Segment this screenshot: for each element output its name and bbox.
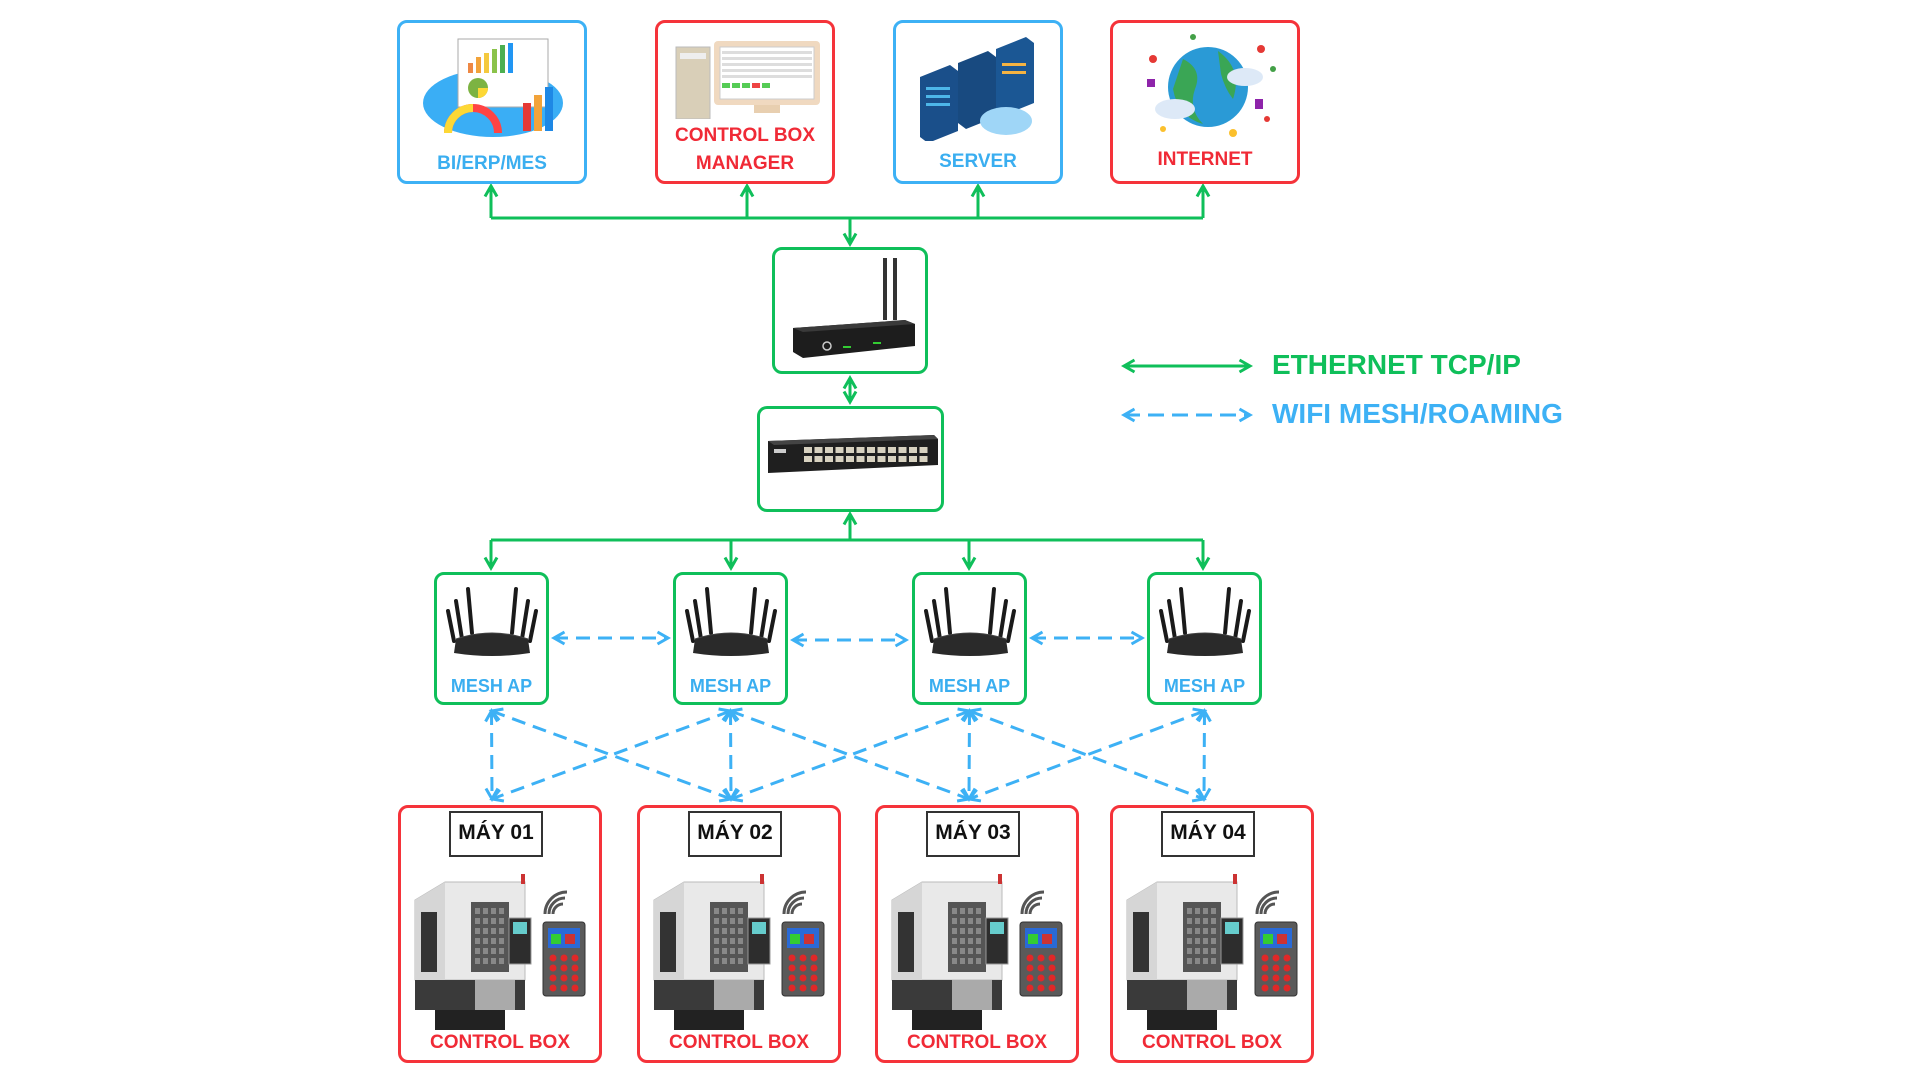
- switch-port: [825, 447, 833, 453]
- network-switch-icon: [768, 435, 938, 473]
- server-label: SERVER: [939, 151, 1017, 172]
- internet-label: INTERNET: [1157, 149, 1253, 170]
- switch-port: [877, 456, 886, 462]
- switch-port: [846, 447, 854, 453]
- control-box-manager-label-line2: MANAGER: [695, 153, 795, 174]
- switch-port: [888, 447, 896, 453]
- server-rack-icon: [920, 37, 1034, 141]
- control-box-machine-node[interactable]: MÁY 04 CONTROL BOX: [1110, 805, 1314, 1063]
- wifi-link-ap1-machine1: [484, 707, 500, 803]
- mesh-ap-node[interactable]: MESH AP: [912, 572, 1027, 705]
- switch-port: [919, 447, 928, 453]
- wifi-link-ap4-machine3: [966, 707, 1208, 803]
- switch-port: [909, 456, 917, 462]
- legend-arrows: [1120, 358, 1254, 423]
- switch-port: [867, 456, 875, 462]
- wifi-link-ap1-machine2: [488, 707, 734, 803]
- legend-wifi-label: WIFI MESH/ROAMING: [1272, 398, 1563, 429]
- wireless-router-icon: [924, 587, 1016, 656]
- bi-erp-mes-node[interactable]: BI/ERP/MES: [397, 20, 587, 184]
- control-box-label: CONTROL BOX: [429, 1032, 571, 1053]
- machine-tag: MÁY 02: [688, 811, 782, 857]
- switch-port: [898, 447, 907, 453]
- wifi-link-ap4-machine4: [1196, 707, 1212, 803]
- server-node[interactable]: SERVER: [893, 20, 1063, 184]
- control-box-label: CONTROL BOX: [1141, 1032, 1283, 1053]
- internet-node[interactable]: INTERNET: [1110, 20, 1300, 184]
- control-box-label: CONTROL BOX: [906, 1032, 1048, 1053]
- wifi-link-ap3-machine4: [966, 707, 1207, 803]
- control-box-label: CONTROL BOX: [668, 1032, 810, 1053]
- mesh-ap-label: MESH AP: [450, 676, 533, 696]
- machine-tag: MÁY 03: [926, 811, 1020, 857]
- mesh-ap-label: MESH AP: [928, 676, 1011, 696]
- switch-port: [856, 447, 865, 453]
- bi-erp-mes-label: BI/ERP/MES: [437, 153, 547, 174]
- switch-port: [909, 447, 917, 453]
- switch-port: [898, 456, 907, 462]
- router-icon: [793, 258, 915, 358]
- switch-port: [835, 456, 844, 462]
- cnc-machine-icon: [1126, 874, 1298, 1030]
- mesh-ap-label: MESH AP: [1163, 676, 1246, 696]
- control-box-machine-node[interactable]: MÁY 03 CONTROL BOX: [875, 805, 1079, 1063]
- cnc-machine-icon: [891, 874, 1063, 1030]
- cnc-machine-icon: [414, 874, 586, 1030]
- mesh-ap-label: MESH AP: [689, 676, 772, 696]
- wifi-link-ap2-machine3: [727, 707, 972, 803]
- control-box-machine-node[interactable]: MÁY 01 CONTROL BOX: [398, 805, 602, 1063]
- dashboard-analytics-icon: [423, 38, 563, 137]
- switch-port: [919, 456, 928, 462]
- switch-port: [877, 447, 886, 453]
- switch-port: [825, 456, 833, 462]
- cnc-machine-icon: [653, 874, 825, 1030]
- wifi-link-ap2-machine1: [489, 707, 734, 803]
- switch-port: [867, 447, 875, 453]
- control-box-machine-node[interactable]: MÁY 02 CONTROL BOX: [637, 805, 841, 1063]
- globe-network-icon: [1147, 34, 1276, 137]
- mesh-ap-node[interactable]: MESH AP: [434, 572, 549, 705]
- mesh-ap-node[interactable]: MESH AP: [673, 572, 788, 705]
- wifi-mesh-links: [484, 630, 1212, 803]
- desktop-computer-icon: [675, 41, 820, 119]
- switch-port: [888, 456, 896, 462]
- switch-port: [814, 447, 823, 453]
- machine-tag: MÁY 04: [1161, 811, 1255, 857]
- switch-port: [804, 456, 812, 462]
- mesh-ap-node[interactable]: MESH AP: [1147, 572, 1262, 705]
- ethernet-top-bus: [483, 182, 1211, 572]
- wireless-router-icon: [685, 587, 777, 656]
- wireless-router-icon: [446, 587, 538, 656]
- machine-tag: MÁY 01: [449, 811, 543, 857]
- switch-port: [846, 456, 854, 462]
- switch-port: [856, 456, 865, 462]
- wifi-link-ap3-machine2: [728, 707, 973, 803]
- switch-port: [804, 447, 812, 453]
- router-node[interactable]: [772, 247, 928, 374]
- switch-port: [814, 456, 823, 462]
- legend-ethernet-label: ETHERNET TCP/IP: [1272, 349, 1521, 380]
- wifi-link-ap2-machine2: [723, 707, 739, 803]
- switch-port: [835, 447, 844, 453]
- control-box-manager-label-line1: CONTROL BOX: [674, 125, 816, 146]
- control-box-manager-node[interactable]: CONTROL BOX MANAGER: [655, 20, 835, 184]
- wireless-router-icon: [1159, 587, 1251, 656]
- wifi-link-ap3-machine3: [961, 707, 977, 803]
- switch-node[interactable]: [757, 406, 944, 512]
